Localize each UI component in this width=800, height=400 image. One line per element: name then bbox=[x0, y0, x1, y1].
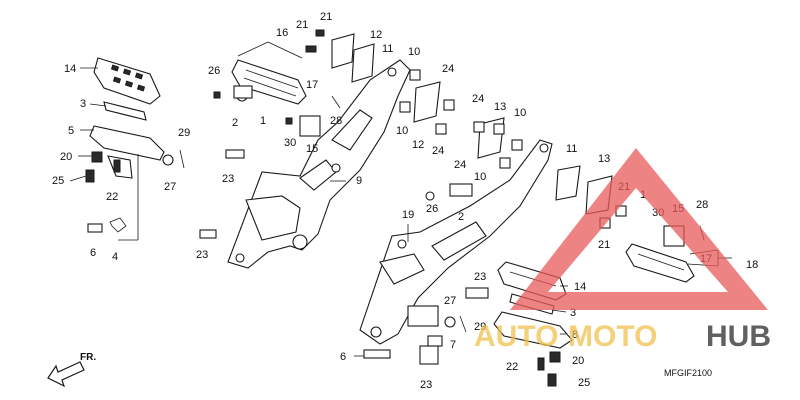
right-step-bracket bbox=[359, 139, 553, 345]
left-step-bracket bbox=[227, 59, 411, 269]
callout-23-mid: 23 bbox=[474, 271, 486, 283]
callout-30-left: 30 bbox=[284, 137, 296, 149]
callout-12-mid: 12 bbox=[412, 139, 424, 151]
callout-23-bottom: 23 bbox=[420, 379, 432, 391]
callout-4: 4 bbox=[112, 251, 118, 263]
callout-13-right: 13 bbox=[598, 153, 610, 165]
callout-25-left: 25 bbox=[52, 175, 64, 187]
callout-13-mid: 13 bbox=[494, 101, 506, 113]
callout-10-d: 10 bbox=[474, 171, 486, 183]
right-footpeg bbox=[493, 311, 573, 349]
callout-15-left: 15 bbox=[306, 143, 318, 155]
front-arrow-icon bbox=[47, 361, 85, 388]
callout-10-c: 10 bbox=[514, 107, 526, 119]
callout-24-c: 24 bbox=[472, 93, 484, 105]
callout-21-top-b: 21 bbox=[320, 11, 332, 23]
watermark-moto: MOTO bbox=[568, 320, 657, 353]
callout-25-right: 25 bbox=[578, 377, 590, 389]
callout-19: 19 bbox=[402, 209, 414, 221]
callout-9: 9 bbox=[356, 175, 362, 187]
callout-23-left-b: 23 bbox=[196, 249, 208, 261]
callout-29-left: 29 bbox=[178, 127, 190, 139]
warning-triangle-icon bbox=[510, 148, 768, 310]
callout-11-top: 11 bbox=[382, 43, 393, 55]
callout-24-b: 24 bbox=[432, 145, 444, 157]
callout-26-mid: 26 bbox=[426, 203, 438, 215]
automotohub-watermark: AUTO MOTO HUB bbox=[474, 148, 771, 353]
callout-11-mid: 11 bbox=[566, 143, 577, 155]
left-footpeg-plate bbox=[103, 101, 147, 121]
bolts-and-collars bbox=[85, 29, 705, 387]
callout-23-left-a: 23 bbox=[222, 173, 234, 185]
watermark-auto: AUTO bbox=[474, 320, 558, 353]
callout-7: 7 bbox=[450, 339, 456, 351]
callout-27-mid: 27 bbox=[444, 295, 456, 307]
left-footpeg-rubber bbox=[93, 57, 161, 105]
callout-24-d: 24 bbox=[454, 159, 466, 171]
callout-10-b: 10 bbox=[396, 125, 408, 137]
callout-20-left: 20 bbox=[60, 151, 72, 163]
callout-12-top: 12 bbox=[370, 29, 382, 41]
callout-10-a: 10 bbox=[408, 46, 420, 58]
passenger-footpeg-right bbox=[625, 243, 695, 283]
callout-20-right: 20 bbox=[572, 355, 584, 367]
front-direction-label: FR. bbox=[80, 352, 96, 363]
callout-28-left: 28 bbox=[330, 115, 342, 127]
callout-5: 5 bbox=[68, 125, 74, 137]
callout-29-mid: 29 bbox=[474, 321, 486, 333]
callout-22-left: 22 bbox=[106, 191, 118, 203]
callout-2-left: 2 bbox=[232, 117, 238, 129]
callout-22-right: 22 bbox=[506, 361, 518, 373]
callout-6-mid: 6 bbox=[340, 351, 346, 363]
callout-24-a: 24 bbox=[442, 63, 454, 75]
watermark-hub: HUB bbox=[706, 320, 771, 353]
callout-28-right: 28 bbox=[696, 199, 708, 211]
callout-17-left: 17 bbox=[306, 79, 318, 91]
callout-3-right: 3 bbox=[570, 307, 576, 319]
callout-21-right-b: 21 bbox=[598, 239, 610, 251]
callout-8: 8 bbox=[572, 329, 578, 341]
callout-6-left: 6 bbox=[90, 247, 96, 259]
callout-18: 18 bbox=[746, 259, 758, 271]
callout-14-right: 14 bbox=[574, 281, 586, 293]
callout-14-left: 14 bbox=[64, 63, 76, 75]
callout-1-left: 1 bbox=[260, 115, 266, 127]
callout-27-left: 27 bbox=[164, 181, 176, 193]
front-direction-indicator: FR. bbox=[47, 352, 96, 388]
callout-26-left: 26 bbox=[208, 65, 220, 77]
callout-21-top-a: 21 bbox=[296, 19, 308, 31]
callout-3-left: 3 bbox=[80, 98, 86, 110]
callout-16: 16 bbox=[276, 27, 288, 39]
callout-2-mid: 2 bbox=[458, 211, 464, 223]
diagram-code: MFGIF2100 bbox=[664, 368, 712, 378]
